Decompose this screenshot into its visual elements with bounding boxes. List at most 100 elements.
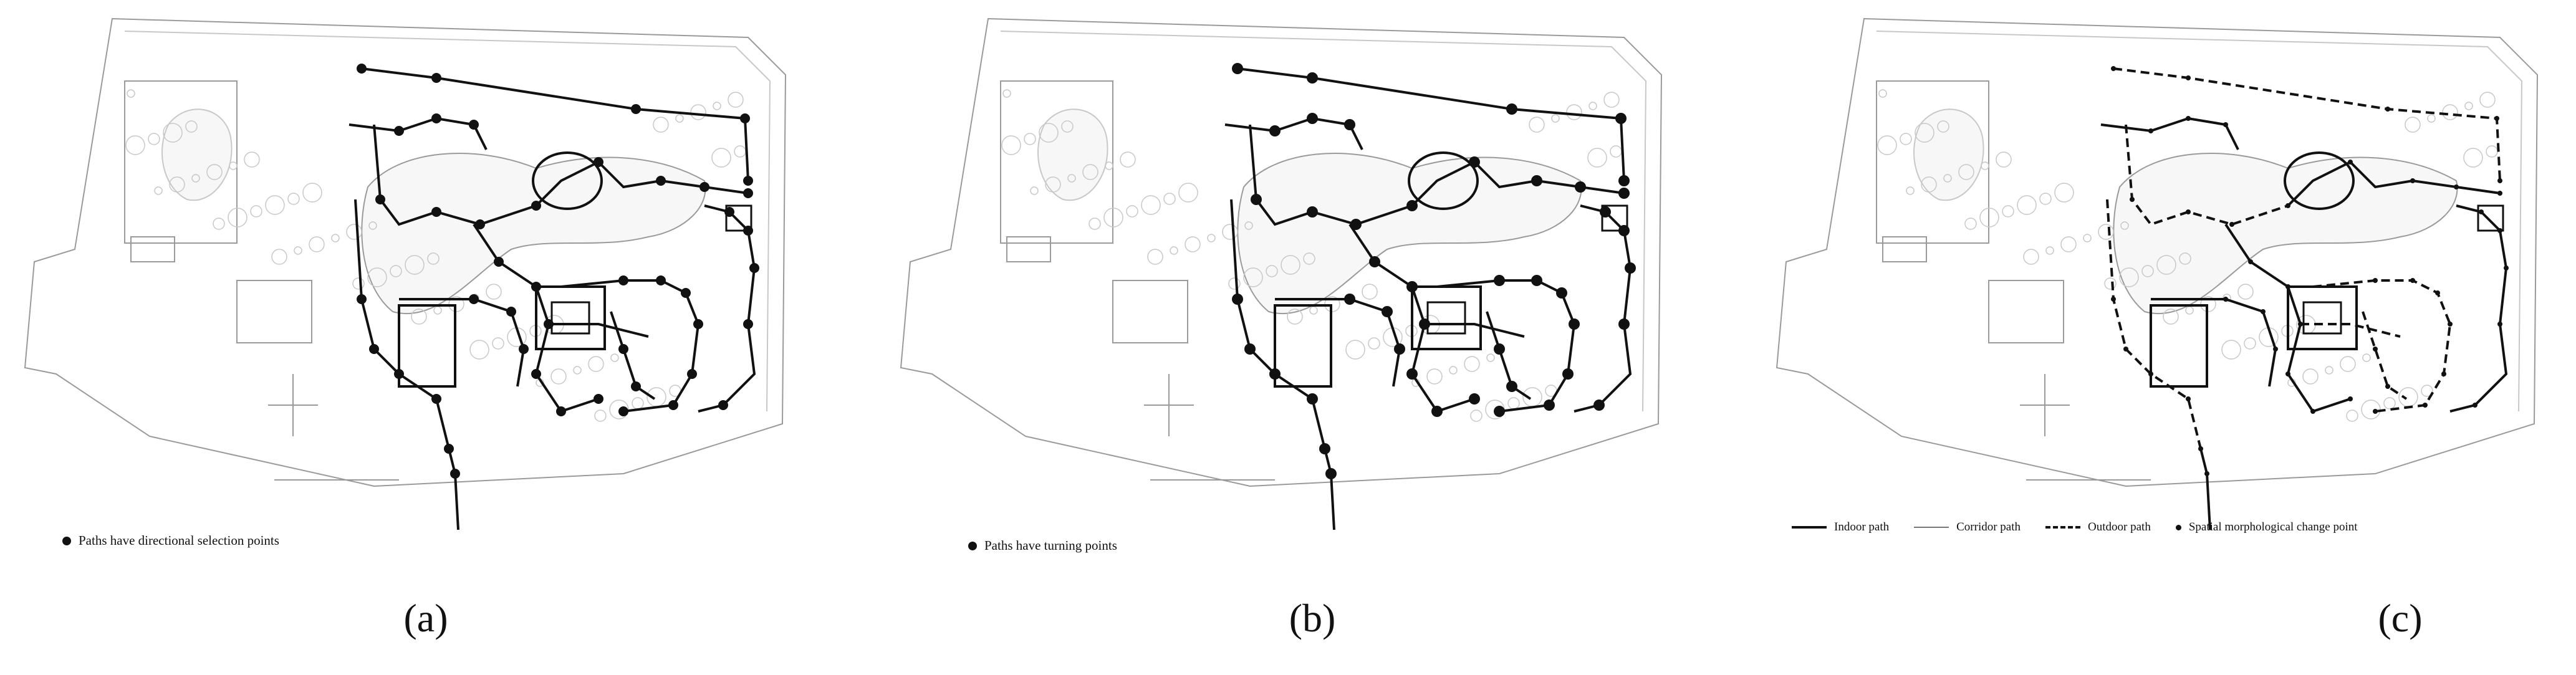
courtyard-loop — [1274, 304, 1332, 388]
rockery-texture — [2421, 385, 2433, 397]
path-node-point — [1232, 294, 1243, 305]
path-node-point — [450, 469, 460, 479]
path-node-point — [1494, 406, 1505, 417]
rockery-texture — [1067, 174, 1076, 183]
path-node-point — [2248, 259, 2253, 264]
rockery-texture — [588, 356, 604, 372]
rockery-texture — [228, 208, 248, 227]
rockery-texture — [2083, 234, 2092, 242]
path-node-point — [749, 263, 759, 273]
rockery-texture — [1900, 133, 1912, 145]
rockery-texture — [309, 236, 325, 252]
legend-c: Indoor path Corridor path Outdoor path S… — [1792, 520, 2358, 534]
path-node-point — [431, 394, 441, 404]
path-node-point — [743, 176, 753, 186]
rockery-texture — [271, 249, 287, 265]
path-node-point — [2186, 116, 2191, 121]
hall-inner — [1426, 301, 1466, 335]
path-node-point — [2373, 278, 2378, 283]
path-node-point — [2479, 209, 2484, 214]
rockery-texture — [1470, 409, 1483, 422]
path-node-point — [2285, 371, 2290, 376]
rockery-texture — [1185, 236, 1201, 252]
path-node-point — [1618, 318, 1630, 330]
path-segment — [2300, 323, 2401, 338]
rockery-texture — [1170, 246, 1178, 255]
path-node-point — [1244, 343, 1256, 355]
path-node-point — [594, 157, 603, 167]
rockery-texture — [1045, 176, 1061, 193]
rockery-texture — [2362, 353, 2371, 362]
rockery-texture — [244, 151, 260, 168]
rockery-texture — [185, 120, 198, 133]
path-node-point — [618, 275, 628, 285]
rockery-texture — [2442, 104, 2458, 120]
rockery-texture — [1529, 117, 1545, 133]
path-node-point — [2223, 297, 2228, 302]
path-node-point — [2348, 160, 2353, 165]
path-segment — [698, 204, 756, 413]
rockery-texture — [352, 277, 365, 290]
path-node-point — [2494, 116, 2499, 121]
site-inner-outline — [1000, 31, 1647, 412]
path-segment — [549, 323, 649, 338]
rockery-texture — [405, 255, 425, 275]
island-loop — [2284, 151, 2355, 210]
path-node-point — [1615, 113, 1627, 124]
hall-loop — [1411, 285, 1482, 350]
path-node-point — [494, 257, 504, 267]
west-pond — [1037, 108, 1108, 201]
rockery-texture — [1362, 284, 1378, 300]
courtyard-loop — [398, 304, 456, 388]
path-node-point — [740, 113, 750, 123]
path-node-point — [693, 319, 703, 329]
rockery-texture — [1915, 123, 1934, 143]
rockery-texture — [433, 306, 442, 315]
rockery-texture — [1449, 366, 1458, 375]
rockery-texture — [2054, 183, 2074, 203]
rockery-texture — [728, 92, 744, 108]
thin-line-icon — [1914, 527, 1949, 528]
rockery-texture — [2361, 400, 2381, 419]
rockery-texture — [191, 174, 200, 183]
path-node-point — [2261, 309, 2266, 314]
path-node-point — [1307, 113, 1318, 124]
rockery-texture — [675, 114, 684, 123]
rockery-texture — [1588, 102, 1597, 110]
west-pond — [1913, 108, 1984, 201]
path-node-point — [1269, 125, 1281, 136]
path-node-point — [2273, 347, 2278, 352]
small-hall-block — [130, 236, 175, 262]
rockery-texture — [1061, 120, 1074, 133]
path-node-point — [656, 275, 666, 285]
hall-inner — [2302, 301, 2342, 335]
path-node-point — [2473, 403, 2477, 408]
rockery-texture — [492, 337, 504, 350]
central-pond — [1237, 153, 1582, 315]
path-segment — [2449, 204, 2508, 413]
rockery-texture — [690, 104, 706, 120]
rockery-texture — [2002, 205, 2014, 218]
rockery-texture — [302, 183, 322, 203]
rockery-texture — [1244, 221, 1253, 230]
rockery-texture — [1228, 277, 1241, 290]
rockery-texture — [1551, 114, 1560, 123]
path-node-point — [2285, 284, 2290, 289]
path-node-point — [724, 207, 734, 217]
west-garden-block — [1000, 80, 1113, 244]
rockery-texture — [1024, 133, 1036, 145]
rockery-texture — [1603, 92, 1620, 108]
rockery-texture — [206, 164, 223, 180]
path-node-point — [2423, 403, 2428, 408]
path-node-point — [618, 406, 628, 416]
rockery-texture — [711, 148, 731, 168]
rockery-texture — [1281, 255, 1300, 275]
site-outline — [24, 17, 787, 487]
rockery-texture — [1030, 186, 1039, 195]
rockery-texture — [2302, 368, 2319, 385]
path-node-point — [743, 319, 753, 329]
legend-item-corridor: Corridor path — [1914, 520, 2021, 534]
rockery-texture — [1309, 306, 1318, 315]
rockery-texture — [1002, 89, 1011, 98]
path-node-point — [469, 120, 479, 130]
